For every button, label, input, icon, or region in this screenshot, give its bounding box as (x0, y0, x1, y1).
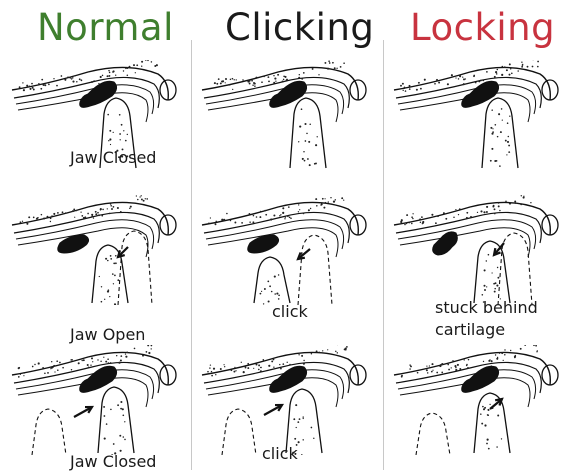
caption-jaw-closed: Jaw Closed (70, 148, 156, 167)
articular-disc (80, 81, 117, 107)
jaw-condyle (254, 257, 290, 303)
column-divider (191, 40, 192, 470)
jaw-condyle-previous (416, 413, 450, 455)
articular-disc (433, 232, 458, 255)
jaw-joint-illustration (390, 345, 565, 455)
skull-outline (202, 202, 358, 235)
jaw-condyle (482, 98, 518, 168)
bone-texture (18, 345, 153, 378)
jaw-joint-illustration (198, 195, 378, 305)
articular-disc (270, 81, 307, 107)
bone-texture (480, 404, 502, 455)
column-title-locking: Locking (410, 6, 555, 49)
articular-disc (462, 366, 499, 392)
column-divider (383, 40, 384, 470)
jaw-joint-illustration (198, 345, 378, 455)
arrow-icon (118, 247, 128, 257)
arrow-icon (298, 249, 310, 259)
jaw-condyle (98, 387, 134, 453)
caption-click: click (262, 444, 298, 463)
articular-disc (270, 366, 307, 392)
caption-jaw-open: Jaw Open (70, 325, 145, 344)
skull-outline (12, 202, 168, 235)
caption-stuck-behind: stuck behind (435, 298, 538, 317)
column-title-clicking: Clicking (225, 6, 374, 49)
jaw-joint-illustration (8, 195, 188, 305)
bone-texture (487, 108, 510, 170)
caption-jaw-closed: Jaw Closed (70, 452, 156, 471)
jaw-joint-illustration (390, 195, 565, 305)
fossa-line (398, 220, 536, 249)
bone-texture (401, 345, 538, 378)
jaw-joint-illustration (198, 60, 378, 170)
bone-texture (295, 108, 319, 170)
bone-texture (214, 60, 349, 90)
caption-click: click (272, 302, 308, 321)
fossa-line (396, 212, 541, 243)
jaw-condyle (474, 241, 510, 303)
bone-texture (400, 60, 539, 92)
jaw-condyle (474, 393, 510, 453)
cartilage-line (400, 228, 530, 257)
jaw-joint-illustration (390, 60, 565, 170)
bone-texture (400, 195, 531, 225)
bone-texture (103, 401, 126, 455)
jaw-condyle (290, 98, 326, 168)
arrow-icon (490, 399, 502, 409)
jaw-condyle-previous (222, 409, 256, 455)
jaw-condyle-previous (32, 409, 66, 455)
column-title-normal: Normal (37, 6, 174, 49)
arrow-icon (264, 405, 282, 415)
bone-texture (99, 255, 120, 305)
jaw-joint-illustration (8, 345, 188, 455)
arrow-icon (74, 407, 92, 417)
skull-outline (394, 202, 550, 235)
jaw-condyle-previous (298, 235, 332, 305)
articular-disc (462, 81, 499, 107)
bone-texture (260, 274, 282, 305)
caption-cartilage: cartilage (435, 320, 505, 339)
